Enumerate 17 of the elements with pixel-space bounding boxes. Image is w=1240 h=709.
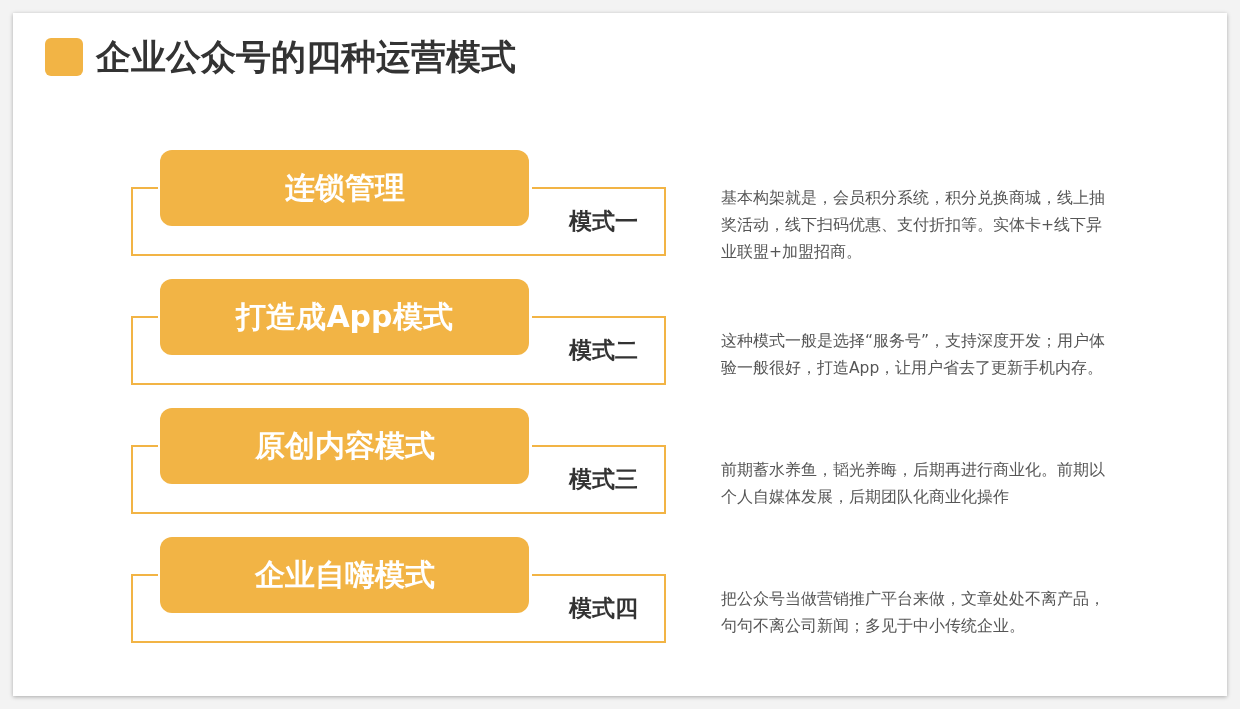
mode-banner	[160, 408, 529, 484]
banner-text: 打造成App模式	[236, 299, 453, 335]
mode-label: 模式一	[569, 207, 638, 235]
mode-label: 模式四	[569, 594, 638, 622]
mode-banner	[160, 279, 529, 355]
description-text: 这种模式一般是选择“服务号”，支持深度开发；用户体验一般很好，打造App，让用户省去了更新手机内存。	[721, 330, 1107, 379]
mode-banner	[160, 150, 529, 226]
banner-text: 连锁管理	[284, 170, 405, 206]
description-text: 前期蓄水养鱼，韬光养晦，后期再进行商业化。前期以个人自媒体发展，后期团队化商业化操作	[721, 459, 1106, 508]
banner-text: 原创内容模式	[254, 428, 435, 464]
banner-text: 企业自嗨模式	[254, 557, 435, 593]
description-text: 把公众号当做营销推广平台来做，文章处处不离产品，句句不离公司新闻；多见于中小传统企业。	[721, 588, 1106, 637]
mode-label: 模式三	[569, 465, 638, 493]
mode-banner	[160, 537, 529, 613]
slide-title: 企业公众号的四种运营模式	[96, 36, 516, 79]
description-text: 基本构架就是，会员积分系统，积分兑换商城，线上抽奖活动，线下扫码优惠、支付折扣等。实体卡+线下异业联盟+加盟招商。	[721, 188, 1106, 263]
mode-label: 模式二	[569, 336, 638, 364]
